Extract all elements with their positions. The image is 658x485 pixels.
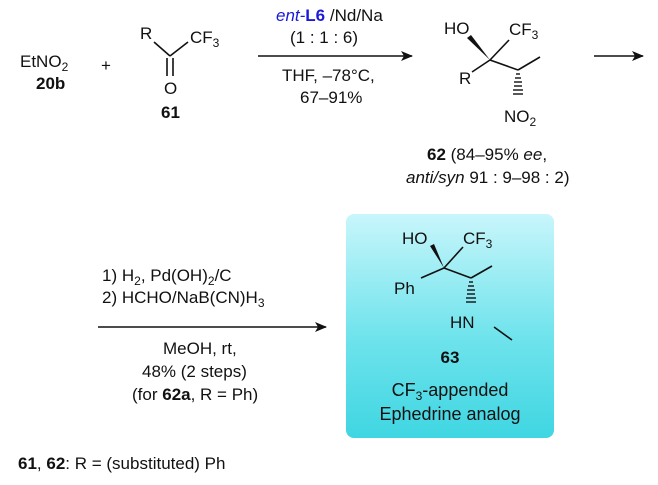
step1-catalyst: ent-L6 /Nd/Na: [276, 6, 383, 25]
p63-phenyl-label: Ph: [394, 279, 415, 298]
p63-compound-id: 63: [440, 348, 460, 367]
p62-bond-cc: [489, 59, 519, 71]
p63-caption-line2: Ephedrine analog: [379, 404, 521, 424]
step1-ratio: (1 : 1 : 6): [290, 28, 359, 47]
p63-bond-methyl: [470, 265, 493, 279]
p63-bond-ph: [420, 267, 445, 279]
p62-hash-no2: [513, 73, 523, 95]
p63-hydroxyl-label: HO: [402, 229, 428, 248]
p63-wedge-ho: [430, 244, 444, 268]
product-63-highlight-box: [346, 214, 554, 438]
p62-diastereoselectivity: anti/syn 91 : 9–98 : 2): [406, 168, 570, 187]
p62-nitro-label: NO2: [504, 107, 537, 129]
ketone-compound-id: 61: [161, 103, 180, 122]
p62-bond-cf3: [489, 39, 510, 61]
step2-substrate-note: (for 62a, R = Ph): [132, 385, 259, 404]
p63-bond-cc: [443, 267, 472, 279]
ketone-bond-cf3: [169, 41, 189, 57]
p63-bond-n-methyl: [493, 326, 513, 341]
etno2-compound-id: 20b: [36, 74, 66, 93]
step2-hydrogenation: 1) H2, Pd(OH)2/C: [102, 266, 232, 288]
ketone-oxygen-label: O: [164, 79, 178, 98]
step2-reductive-amination: 2) HCHO/NaB(CN)H3: [102, 288, 265, 310]
ketone-r-label: R: [140, 24, 153, 43]
step1-yield: 67–91%: [300, 88, 363, 107]
substituent-footnote: 61, 62: R = (substituted) Ph: [18, 454, 226, 473]
p62-bond-methyl: [517, 56, 541, 71]
p62-hydroxyl-label: HO: [444, 19, 470, 38]
step2-solvent: MeOH, rt,: [163, 339, 237, 358]
p63-caption-line1: CF3-appended: [391, 380, 509, 403]
ketone-bond-r: [153, 41, 171, 57]
p62-bond-r: [471, 59, 491, 73]
step1-solvent-temperature: THF, –78°C,: [282, 66, 375, 85]
etno2-formula: EtNO2: [20, 52, 69, 74]
p62-r-label: R: [459, 69, 472, 88]
p62-wedge-ho: [467, 35, 490, 60]
p63-cf3-label: CF3: [463, 229, 493, 251]
plus-sign: +: [101, 56, 111, 75]
p63-hash-nh: [466, 281, 476, 303]
ketone-cf3-label: CF3: [190, 28, 220, 50]
p63-bond-cf3: [443, 246, 464, 269]
p62-id-and-ee: 62 (84–95% ee,: [427, 145, 548, 164]
p63-amine-label: HN: [450, 313, 475, 332]
p62-cf3-label: CF3: [509, 20, 539, 42]
step2-yield: 48% (2 steps): [142, 362, 247, 381]
